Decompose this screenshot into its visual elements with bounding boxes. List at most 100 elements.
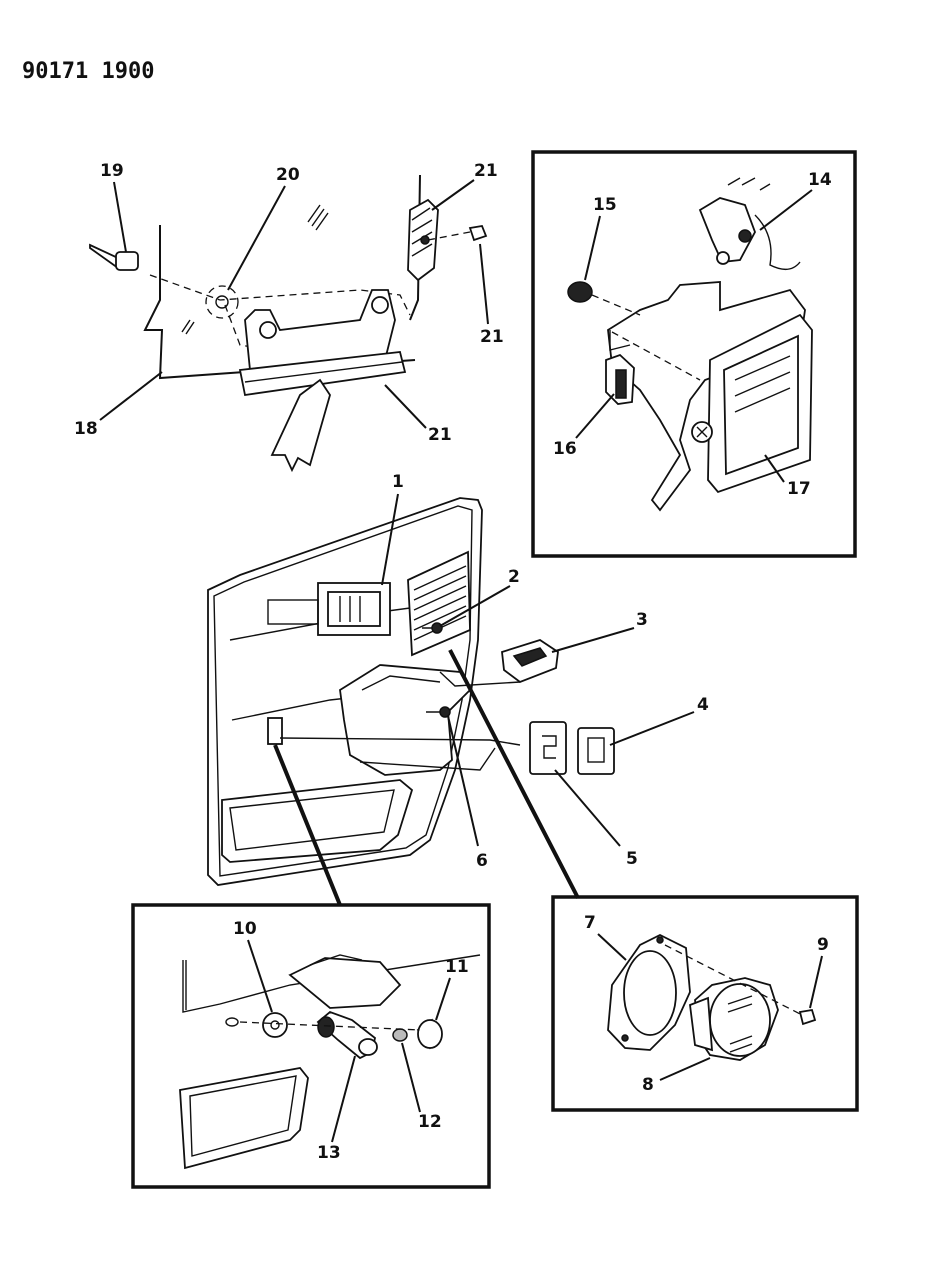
bezel-5 bbox=[529, 721, 567, 775]
regulator-arm bbox=[270, 378, 331, 473]
callout-5: 5 bbox=[626, 849, 638, 869]
screw-9 bbox=[798, 1008, 817, 1026]
detail-pocket bbox=[179, 1067, 309, 1170]
latch-detail bbox=[567, 177, 813, 512]
bezel-screw-cross bbox=[696, 426, 708, 438]
callout-22: 21 bbox=[428, 425, 452, 445]
screw-21 bbox=[468, 224, 488, 242]
lever-knob bbox=[716, 251, 730, 265]
sleeve-13-end bbox=[317, 1016, 335, 1038]
mount-path-dashed bbox=[149, 274, 411, 316]
door-trim-panel bbox=[207, 497, 483, 886]
grommet-10-center bbox=[270, 1020, 280, 1030]
grommet-path bbox=[591, 294, 641, 316]
lock-knob-detail bbox=[179, 954, 481, 1170]
detail-box-lock-knob bbox=[131, 903, 491, 1189]
callouts-main: 1 2 3 4 5 6 bbox=[381, 472, 709, 871]
glass-hatch bbox=[181, 204, 329, 335]
window-glass-assembly bbox=[89, 174, 488, 473]
glass-channel bbox=[238, 351, 407, 397]
callout-21-top: 21 bbox=[474, 161, 498, 181]
switch-3-lead bbox=[439, 671, 521, 687]
lever-edge-marks bbox=[727, 177, 771, 191]
leader-to-speaker-detail bbox=[448, 649, 580, 899]
gasket-opening bbox=[623, 950, 677, 1036]
switch-4 bbox=[577, 727, 615, 775]
grommet-15 bbox=[567, 281, 593, 303]
detail-pocket-inner bbox=[189, 1075, 297, 1157]
bracket-hole-rear bbox=[371, 296, 389, 314]
lock-knob-housing bbox=[267, 717, 283, 745]
handle-ribs bbox=[339, 596, 361, 622]
speaker-screw-axis bbox=[664, 944, 809, 1019]
map-pocket-inner bbox=[229, 789, 395, 851]
callout-4: 4 bbox=[697, 695, 709, 715]
callout-6: 6 bbox=[476, 851, 488, 871]
bezel-5-opening bbox=[542, 735, 557, 759]
callout-2: 2 bbox=[508, 567, 520, 587]
callout-12: 12 bbox=[418, 1112, 442, 1132]
channel-groove bbox=[244, 361, 403, 383]
nut-20 bbox=[215, 295, 229, 309]
callouts-top-right: 14 15 16 17 bbox=[553, 170, 832, 499]
callout-3: 3 bbox=[636, 610, 648, 630]
lock-switch-4-5 bbox=[279, 721, 615, 775]
clip-16-face bbox=[615, 369, 627, 399]
stud-bushing bbox=[115, 251, 139, 271]
callout-14: 14 bbox=[808, 170, 832, 190]
callout-18: 18 bbox=[74, 419, 98, 439]
detail-armrest-line bbox=[309, 954, 363, 966]
detail-box-speaker bbox=[551, 895, 859, 1112]
latch-lever bbox=[698, 197, 756, 263]
switch-3-button bbox=[512, 647, 548, 667]
bracket-tab bbox=[609, 330, 631, 351]
handle-recess bbox=[267, 599, 319, 625]
callout-17: 17 bbox=[787, 479, 811, 499]
gasket-hole-bottom bbox=[621, 1034, 629, 1042]
detail-rod-hole bbox=[225, 1017, 239, 1027]
bracket-hole-front bbox=[259, 321, 277, 339]
speaker-magnet bbox=[689, 996, 713, 1052]
callout-13: 13 bbox=[317, 1143, 341, 1163]
screw-6 bbox=[439, 706, 451, 718]
callouts-bottom-left: 10 11 12 13 bbox=[233, 919, 469, 1163]
diagram-code: 90171 1900 bbox=[22, 59, 154, 84]
window-switch-3 bbox=[439, 639, 559, 687]
speaker-cone bbox=[709, 983, 771, 1057]
handle-bezel-opening bbox=[327, 591, 381, 627]
glass-panel-edge bbox=[143, 225, 416, 380]
grille-slats bbox=[413, 565, 467, 641]
detail-box-latch bbox=[531, 150, 857, 558]
armrest bbox=[339, 664, 472, 776]
lever-pivot bbox=[738, 229, 752, 243]
screw-2 bbox=[431, 622, 443, 634]
trim-panel-inner-edge bbox=[213, 505, 473, 877]
speaker-cone-hatch bbox=[727, 995, 753, 1053]
bezel-slats bbox=[734, 355, 791, 413]
callout-10: 10 bbox=[233, 919, 257, 939]
callout-1: 1 bbox=[392, 472, 404, 492]
bezel-opening bbox=[723, 334, 799, 476]
callout-19: 19 bbox=[100, 161, 124, 181]
gasket-hole-top bbox=[656, 936, 664, 944]
glass-stud-19 bbox=[89, 243, 119, 270]
callout-21-bottom: 21 bbox=[480, 327, 504, 347]
speaker-grille bbox=[407, 550, 471, 657]
switch-4-lead-lower bbox=[359, 747, 496, 771]
map-pocket bbox=[221, 779, 414, 863]
speaker-detail bbox=[607, 933, 817, 1061]
callout-15: 15 bbox=[593, 195, 617, 215]
roller-pivot bbox=[420, 235, 430, 245]
nut-20-outline bbox=[205, 285, 239, 319]
switch-4-face bbox=[587, 737, 605, 763]
leader-to-lock-detail bbox=[273, 744, 342, 906]
detail-armrest bbox=[288, 957, 402, 1009]
lever-rod bbox=[754, 214, 801, 270]
switch-4-lead bbox=[279, 737, 521, 746]
sleeve-13-collar bbox=[358, 1038, 378, 1056]
bushing-12 bbox=[392, 1028, 408, 1042]
callouts-top-left: 19 20 21 21 18 21 bbox=[74, 161, 504, 445]
knob-11-head bbox=[417, 1019, 443, 1049]
callout-9: 9 bbox=[817, 935, 829, 955]
